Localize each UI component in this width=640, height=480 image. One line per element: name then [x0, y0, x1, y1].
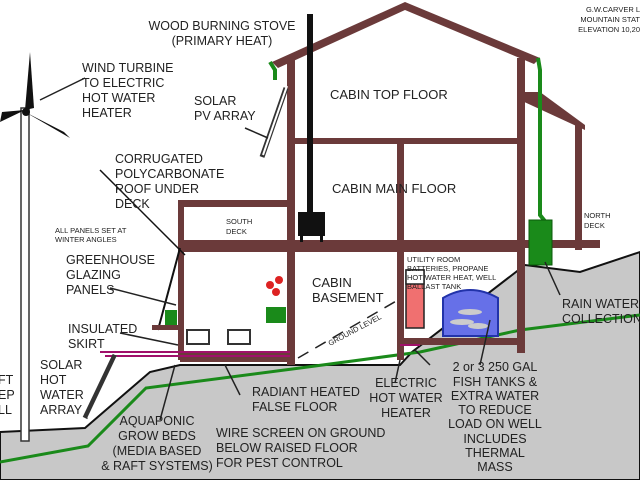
cabin-frame	[178, 2, 600, 365]
wood-stove-icon	[298, 14, 325, 242]
leader-lines	[39, 77, 561, 421]
rain-barrel	[528, 219, 553, 266]
room-top-floor: CABIN TOP FLOOR	[330, 87, 448, 102]
label-stove: WOOD BURNING STOVE(PRIMARY HEAT)	[148, 19, 295, 48]
wind-turbine-icon	[0, 52, 70, 442]
deck-shelf	[152, 325, 182, 330]
ground-level-label: GROUND LEVEL	[327, 312, 383, 348]
room-main-floor: CABIN MAIN FLOOR	[332, 181, 456, 196]
plant-pot	[165, 310, 177, 325]
plant-pot	[266, 307, 286, 323]
solar-hot-water-array	[82, 353, 118, 420]
grow-bed	[227, 329, 251, 345]
radiant-pipes	[100, 344, 420, 357]
grow-bed	[186, 329, 210, 345]
greenhouse-glazing	[157, 247, 181, 331]
